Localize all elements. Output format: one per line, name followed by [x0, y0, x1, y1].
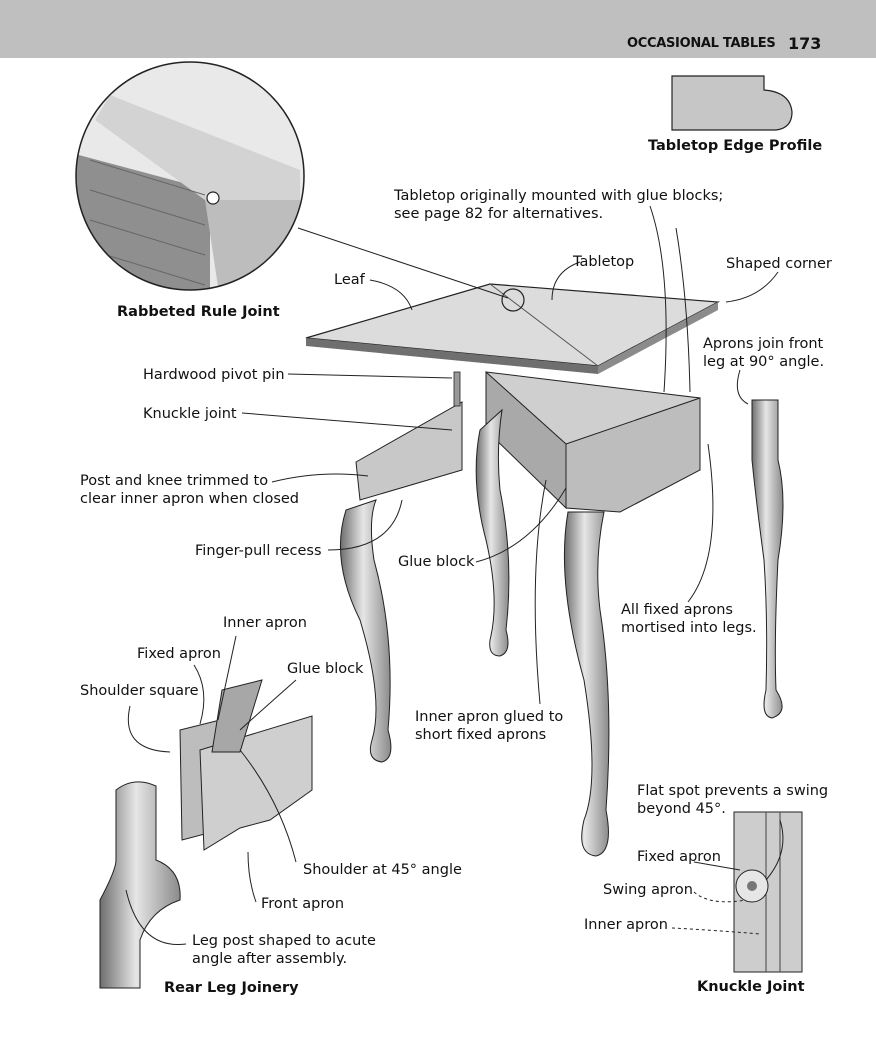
section-title: OCCASIONAL TABLES	[627, 36, 776, 51]
label-shoulder-square: Shoulder square	[80, 683, 199, 699]
apron-frame-drawing	[355, 370, 701, 513]
label-flat-spot: Flat spot prevents a swing beyond 45°.	[637, 783, 829, 817]
label-post-and-knee: Post and knee trimmed to clear inner apr…	[80, 473, 300, 507]
legs-drawing	[339, 371, 784, 857]
label-tabletop-note: Tabletop originally mounted with glue bl…	[394, 188, 724, 222]
label-inner-apron-knuckle: Inner apron	[584, 917, 668, 933]
label-fixed-apron-detail: Fixed apron	[137, 646, 221, 662]
label-swing-apron: Swing apron	[603, 882, 693, 898]
label-all-fixed-aprons: All fixed aprons mortised into legs.	[621, 602, 757, 636]
caption-knuckle-joint: Knuckle Joint	[697, 979, 805, 995]
edge-profile-drawing	[671, 75, 793, 131]
label-glue-block-detail: Glue block	[287, 661, 364, 677]
label-shoulder-45: Shoulder at 45° angle	[303, 862, 462, 878]
knuckle-joint-drawing	[733, 811, 803, 973]
running-header: OCCASIONAL TABLES 173	[0, 0, 876, 58]
label-front-apron: Front apron	[261, 896, 345, 912]
caption-tabletop-edge-profile: Tabletop Edge Profile	[648, 138, 823, 154]
caption-rear-leg-joinery: Rear Leg Joinery	[164, 980, 299, 996]
rule-joint-detail	[75, 61, 305, 291]
page-number: 173	[788, 34, 822, 53]
label-knuckle-joint: Knuckle joint	[143, 406, 237, 422]
label-finger-pull-recess: Finger-pull recess	[195, 543, 322, 559]
label-fixed-apron-knuckle: Fixed apron	[637, 849, 721, 865]
label-shaped-corner: Shaped corner	[726, 256, 832, 272]
label-leaf: Leaf	[334, 272, 365, 288]
label-inner-apron-glued: Inner apron glued to short fixed aprons	[415, 709, 564, 743]
label-tabletop: Tabletop	[573, 254, 635, 270]
rear-leg-joinery-drawing	[99, 679, 313, 989]
label-inner-apron-detail: Inner apron	[223, 615, 307, 631]
leader-lines	[125, 205, 784, 946]
label-aprons-join-front: Aprons join front leg at 90° angle.	[703, 336, 825, 370]
tabletop-drawing	[305, 283, 721, 374]
caption-rabbeted-rule-joint: Rabbeted Rule Joint	[117, 304, 280, 320]
label-leg-post-shaped: Leg post shaped to acute angle after ass…	[192, 933, 376, 967]
label-hardwood-pivot-pin: Hardwood pivot pin	[143, 367, 285, 383]
label-glue-block: Glue block	[398, 554, 475, 570]
